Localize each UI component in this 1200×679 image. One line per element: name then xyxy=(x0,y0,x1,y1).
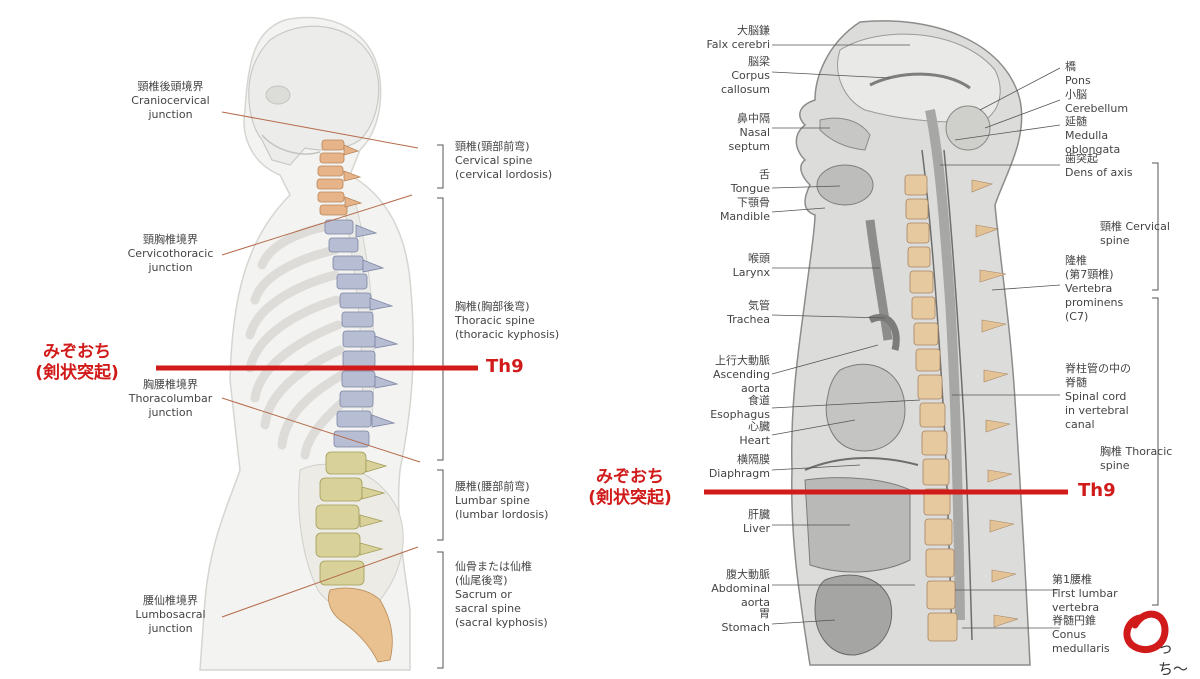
left-leader-lines xyxy=(221,111,421,618)
label-ascending-aorta: 上行大動脈 Ascending aorta xyxy=(712,354,770,395)
label-dens-of-axis: 歯突起 Dens of axis xyxy=(1065,152,1133,179)
label-mandible: 下顎骨 Mandible xyxy=(719,196,770,223)
label-cerebellum: 小脳 Cerebellum xyxy=(1065,88,1129,115)
eye-socket xyxy=(265,85,291,105)
sacral-vertebrae xyxy=(328,587,393,663)
label-pons: 橋 Pons xyxy=(1065,60,1091,87)
th9-label-left: Th9 xyxy=(486,356,524,377)
label-esophagus: 食道 Esophagus xyxy=(710,394,770,421)
label-diaphragm: 横隔膜 Diaphragm xyxy=(708,453,770,480)
label-vertebra-prominens: 隆椎 (第7頸椎) Vertebra prominens (C7) xyxy=(1065,254,1124,323)
logo-swirl-icon xyxy=(1123,610,1169,653)
label-falx-cerebri: 大脳鎌 Falx cerebri xyxy=(706,24,770,51)
diaphragm xyxy=(804,457,919,471)
trachea xyxy=(865,219,893,341)
label-nasal-septum: 鼻中隔 Nasal septum xyxy=(728,112,770,153)
label-craniocervical: 頸椎後頭境界 Craniocervical junction xyxy=(131,80,210,121)
lumbar-vertebrae xyxy=(315,451,388,586)
right-brackets xyxy=(1152,162,1159,606)
liver xyxy=(804,477,911,573)
label-conus-medullaris: 脊髄円錐 Conus medullaris xyxy=(1052,614,1110,655)
corpus-callosum xyxy=(869,72,971,90)
label-abdominal-aorta: 腹大動脈 Abdominal aorta xyxy=(711,568,770,609)
right-left-leader-lines xyxy=(771,44,921,625)
label-heart: 心臓 Heart xyxy=(739,420,770,447)
label-corpus-callosum: 脳梁 Corpus callosum xyxy=(720,55,770,96)
region-thoracic: 胸椎(胸部後弯) Thoracic spine (thoracic kyphos… xyxy=(455,300,560,341)
xiphoid-marker-right: みぞおち (剣状突起) xyxy=(588,467,672,508)
spinous-processes xyxy=(971,179,1019,628)
thoracic-vertebrae xyxy=(324,219,399,448)
region-cervical: 頸椎(頸部前弯) Cervical spine (cervical lordos… xyxy=(455,140,553,181)
label-larynx: 喉頭 Larynx xyxy=(732,252,770,279)
region-sacral: 仙骨または仙椎 (仙尾後弯) Sacrum or sacral spine (s… xyxy=(455,560,548,629)
xiphoid-marker-left: みぞおち (剣状突起) xyxy=(35,342,119,383)
vertebral-bodies xyxy=(904,174,958,642)
spinal-cord xyxy=(925,109,965,621)
label-thoracolumbar: 胸腰椎境界 Thoracolumbar junction xyxy=(128,378,213,419)
label-liver: 肝臓 Liver xyxy=(743,508,770,535)
stomach xyxy=(814,574,893,656)
right-right-leader-lines xyxy=(940,67,1061,629)
logo-text: っち〜 xyxy=(1158,639,1189,678)
nasal-cavity xyxy=(819,117,871,151)
heart xyxy=(825,363,906,452)
cervical-vertebrae xyxy=(316,139,363,216)
bracket-cervical-label: 頸椎 Cervical spine xyxy=(1100,220,1170,247)
th9-label-right: Th9 xyxy=(1078,480,1116,501)
cerebellum xyxy=(945,105,991,151)
ribcage xyxy=(245,220,350,460)
label-lumbosacral: 腰仙椎境界 Lumbosacral junction xyxy=(135,594,206,635)
bracket-thoracic-label: 胸椎 Thoracic spine xyxy=(1100,445,1173,472)
label-trachea: 気管 Trachea xyxy=(727,299,770,326)
right-sagittal-illustration xyxy=(704,20,1169,666)
label-first-lumbar: 第1腰椎 First lumbar vertebra xyxy=(1052,573,1118,614)
label-spinal-cord: 脊柱管の中の 脊髄 Spinal cord in vertebral canal xyxy=(1065,362,1131,431)
label-medulla: 延髄 Medulla oblongata xyxy=(1065,115,1121,156)
left-skeleton-illustration xyxy=(156,16,478,671)
region-brackets xyxy=(437,144,444,669)
label-stomach: 胃 Stomach xyxy=(721,607,770,634)
region-lumbar: 腰椎(腰部前弯) Lumbar spine (lumbar lordosis) xyxy=(455,480,549,521)
spinal-canal-line-2 xyxy=(943,149,973,641)
tongue xyxy=(816,164,874,206)
label-cervicothoracic: 頸胸椎境界 Cervicothoracic junction xyxy=(127,233,214,274)
jaw xyxy=(261,134,321,155)
label-tongue: 舌 Tongue xyxy=(730,168,770,195)
